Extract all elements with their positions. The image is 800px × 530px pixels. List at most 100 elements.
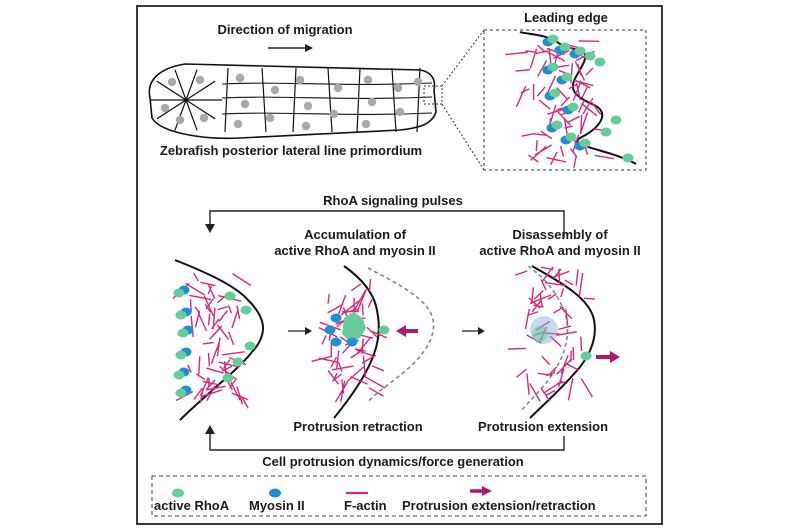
active-rhoa [610, 115, 622, 125]
f-actin-filament [521, 132, 535, 137]
f-actin-filament [207, 313, 211, 326]
f-actin-filament [195, 373, 206, 381]
f-actin-filament [327, 293, 330, 304]
f-actin-filament [553, 268, 562, 279]
f-actin-filament [331, 373, 342, 382]
cell-boundary [221, 96, 433, 99]
f-actin-filament [528, 154, 539, 163]
f-actin-filament [556, 331, 577, 337]
active-rhoa [177, 328, 189, 338]
cell-nucleus [199, 113, 209, 123]
f-actin-filament [372, 331, 388, 339]
f-actin-filament [219, 366, 238, 381]
f-actin-filament [573, 79, 594, 87]
cell-boundary [261, 67, 267, 133]
cell-nucleus [235, 73, 245, 83]
cycle-top-label: RhoA signaling pulses [323, 193, 463, 208]
active-rhoa [240, 305, 252, 315]
f-actin-filament [368, 278, 372, 292]
f-actin-filament [560, 96, 571, 107]
f-actin-filament [515, 69, 530, 72]
f-actin-filament [556, 381, 566, 385]
f-actin-filament [197, 312, 208, 332]
f-actin-filament [530, 287, 535, 305]
right-membrane [529, 265, 596, 419]
f-actin-filament [210, 341, 221, 364]
f-actin-filament [366, 326, 378, 338]
f-actin-filament [546, 75, 557, 95]
cell-nucleus [329, 109, 339, 119]
f-actin-filament [526, 373, 530, 395]
f-actin-filament [548, 366, 558, 376]
cell-nucleus [265, 113, 275, 123]
f-actin-filament [533, 132, 547, 136]
rosette-spoke [156, 99, 187, 120]
f-actin-filament [579, 112, 589, 135]
f-actin-filament [594, 154, 615, 160]
f-actin-filament [514, 270, 528, 276]
f-actin-filament [553, 306, 564, 314]
cell-nucleus [233, 119, 243, 129]
f-actin-filament [534, 144, 553, 156]
f-actin-filament [580, 378, 593, 398]
cell-boundary [356, 67, 361, 133]
rosette-spoke [174, 99, 187, 131]
f-actin-filament [185, 282, 206, 296]
f-actin-filament [204, 303, 212, 313]
f-actin-filament [216, 295, 226, 304]
active-rhoa [232, 357, 244, 367]
f-actin-filament [207, 352, 211, 367]
f-actin-filament [206, 385, 226, 391]
f-actin-filament [568, 83, 577, 90]
f-actin-filament [572, 80, 582, 101]
f-actin-filament [187, 364, 192, 373]
f-actin-filament [236, 386, 244, 405]
f-actin-filament [538, 99, 551, 110]
active-rhoa [565, 132, 577, 142]
active-rhoa [549, 88, 561, 98]
f-actin-filament [515, 85, 527, 108]
f-actin-filament [217, 305, 228, 311]
panel-middle [311, 265, 435, 419]
cell-nucleus [167, 77, 177, 87]
f-actin-filament [556, 357, 573, 375]
f-actin-filament [200, 389, 223, 398]
f-actin-filament [231, 308, 239, 329]
f-actin-filament [227, 305, 233, 314]
step-arrow-2 [462, 327, 485, 335]
f-actin-filament [202, 380, 220, 386]
f-actin-filament [535, 140, 538, 152]
active-rhoa [173, 370, 185, 380]
leading-edge-label: Leading edge [524, 10, 608, 25]
cell-nucleus [295, 75, 305, 85]
active-rhoa [244, 341, 256, 351]
f-actin-filament [557, 368, 565, 388]
f-actin-filament [539, 293, 543, 308]
f-actin-filament [583, 297, 596, 300]
f-actin-filament [515, 368, 527, 378]
f-actin-filament [529, 383, 541, 402]
f-actin-filament [570, 63, 574, 84]
direction-arrow [268, 44, 313, 52]
f-actin-filament [189, 294, 212, 301]
f-actin-filament [520, 88, 530, 94]
cell-boundary [221, 82, 433, 85]
cell-nucleus [363, 75, 373, 85]
f-actin-filament [216, 324, 230, 340]
f-actin-filament [367, 298, 373, 308]
active-rhoa [594, 57, 606, 67]
cell-nucleus [240, 99, 250, 109]
active-rhoa [175, 388, 187, 398]
cell-nucleus [303, 101, 313, 111]
f-actin-filament [540, 279, 547, 291]
f-actin-filament [581, 102, 598, 117]
rosette-spoke [174, 69, 187, 101]
f-actin-filament [577, 64, 582, 76]
f-actin-filament [190, 315, 194, 337]
rosette-spoke [185, 99, 198, 131]
f-actin-filament [207, 283, 216, 299]
cell-nucleus [270, 85, 280, 95]
legend-arrow-swatch [470, 486, 492, 496]
cell-nucleus [195, 75, 205, 85]
